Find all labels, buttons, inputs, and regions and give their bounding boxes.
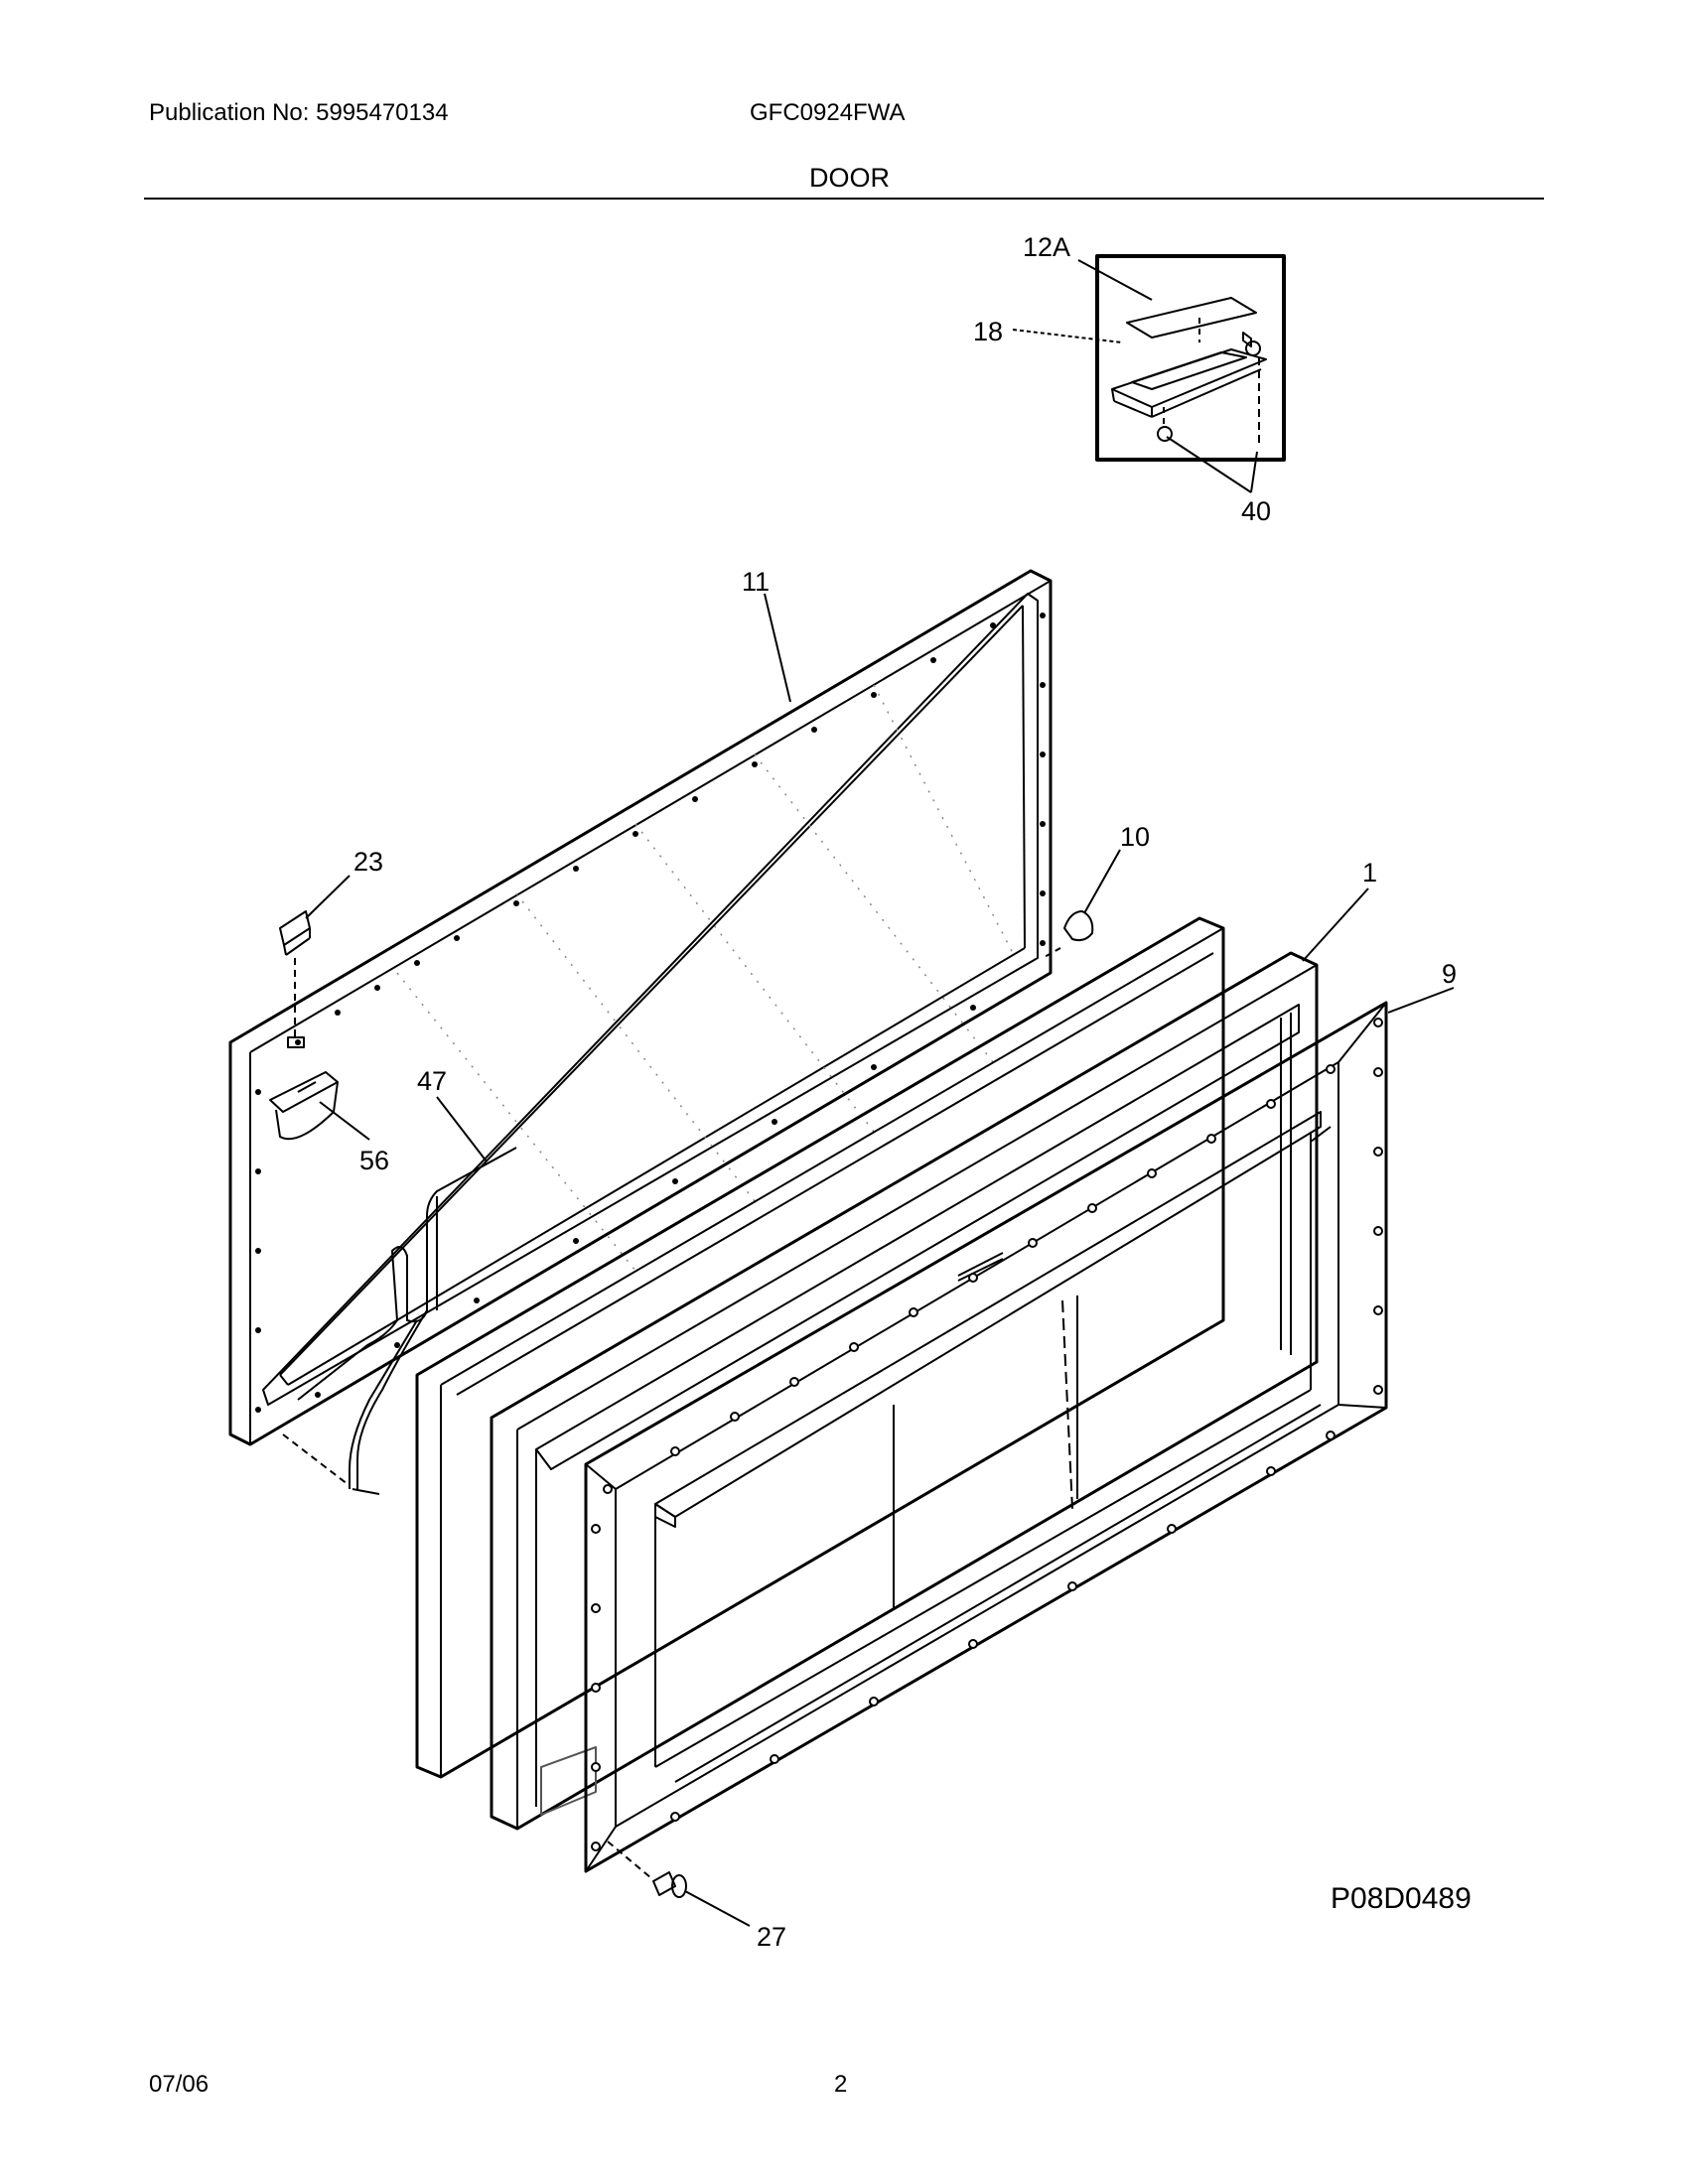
callout-9: 9 [1442,959,1457,989]
wire-47 [282,1147,517,1495]
callout-labels: 12A 18 40 11 23 10 1 9 47 56 27 P08D0489 [353,232,1472,1952]
door-liner [415,916,1225,1779]
leader-47 [436,1096,488,1162]
publication-number: Publication No: 5995470134 [149,99,449,126]
drawing-id: P08D0489 [1331,1882,1472,1915]
gasket-1 [490,951,1319,1831]
screw-40c [1157,426,1173,442]
callout-47: 47 [417,1066,447,1096]
lock-56 [269,1071,339,1141]
screw-40b [1245,341,1261,356]
outer-panel-screw-holes [591,1018,1383,1851]
handle-inset [1095,254,1286,462]
leader-10 [1083,849,1121,914]
bumper-10 [1042,910,1094,959]
callout-18: 18 [973,317,1003,346]
leader-23 [305,875,351,919]
callout-10: 10 [1120,822,1150,852]
screw-40a [1242,332,1252,347]
header-rule [144,198,1544,200]
callout-11: 11 [742,567,770,597]
page-number: 2 [834,2071,848,2098]
leader-9 [1387,987,1455,1014]
footer-date: 07/06 [149,2071,210,2098]
leader-lines [305,259,1455,1927]
callout-1: 1 [1362,858,1377,887]
clip-23 [279,910,311,1048]
leader-1 [1302,887,1369,962]
leader-40b [1250,451,1258,493]
inner-door-panel-11 [228,569,1053,1446]
callout-40: 40 [1241,496,1271,526]
leader-56 [319,1101,370,1141]
handle-insert-12A [1126,297,1257,339]
callout-23: 23 [353,847,383,877]
callout-27: 27 [757,1922,786,1952]
leader-18 [1012,329,1123,343]
leader-11 [764,593,791,703]
panel-holes [255,613,1046,1413]
outer-door-panel-9 [584,1001,1388,1873]
screw-27 [607,1841,687,1898]
callout-56: 56 [359,1146,389,1175]
inset-frame [1095,254,1286,462]
leader-27 [684,1890,751,1927]
section-title: DOOR [809,163,890,193]
model-number: GFC0924FWA [750,99,906,126]
callout-12A: 12A [1023,232,1070,262]
leader-12A [1077,259,1153,301]
leader-40a [1166,436,1252,493]
